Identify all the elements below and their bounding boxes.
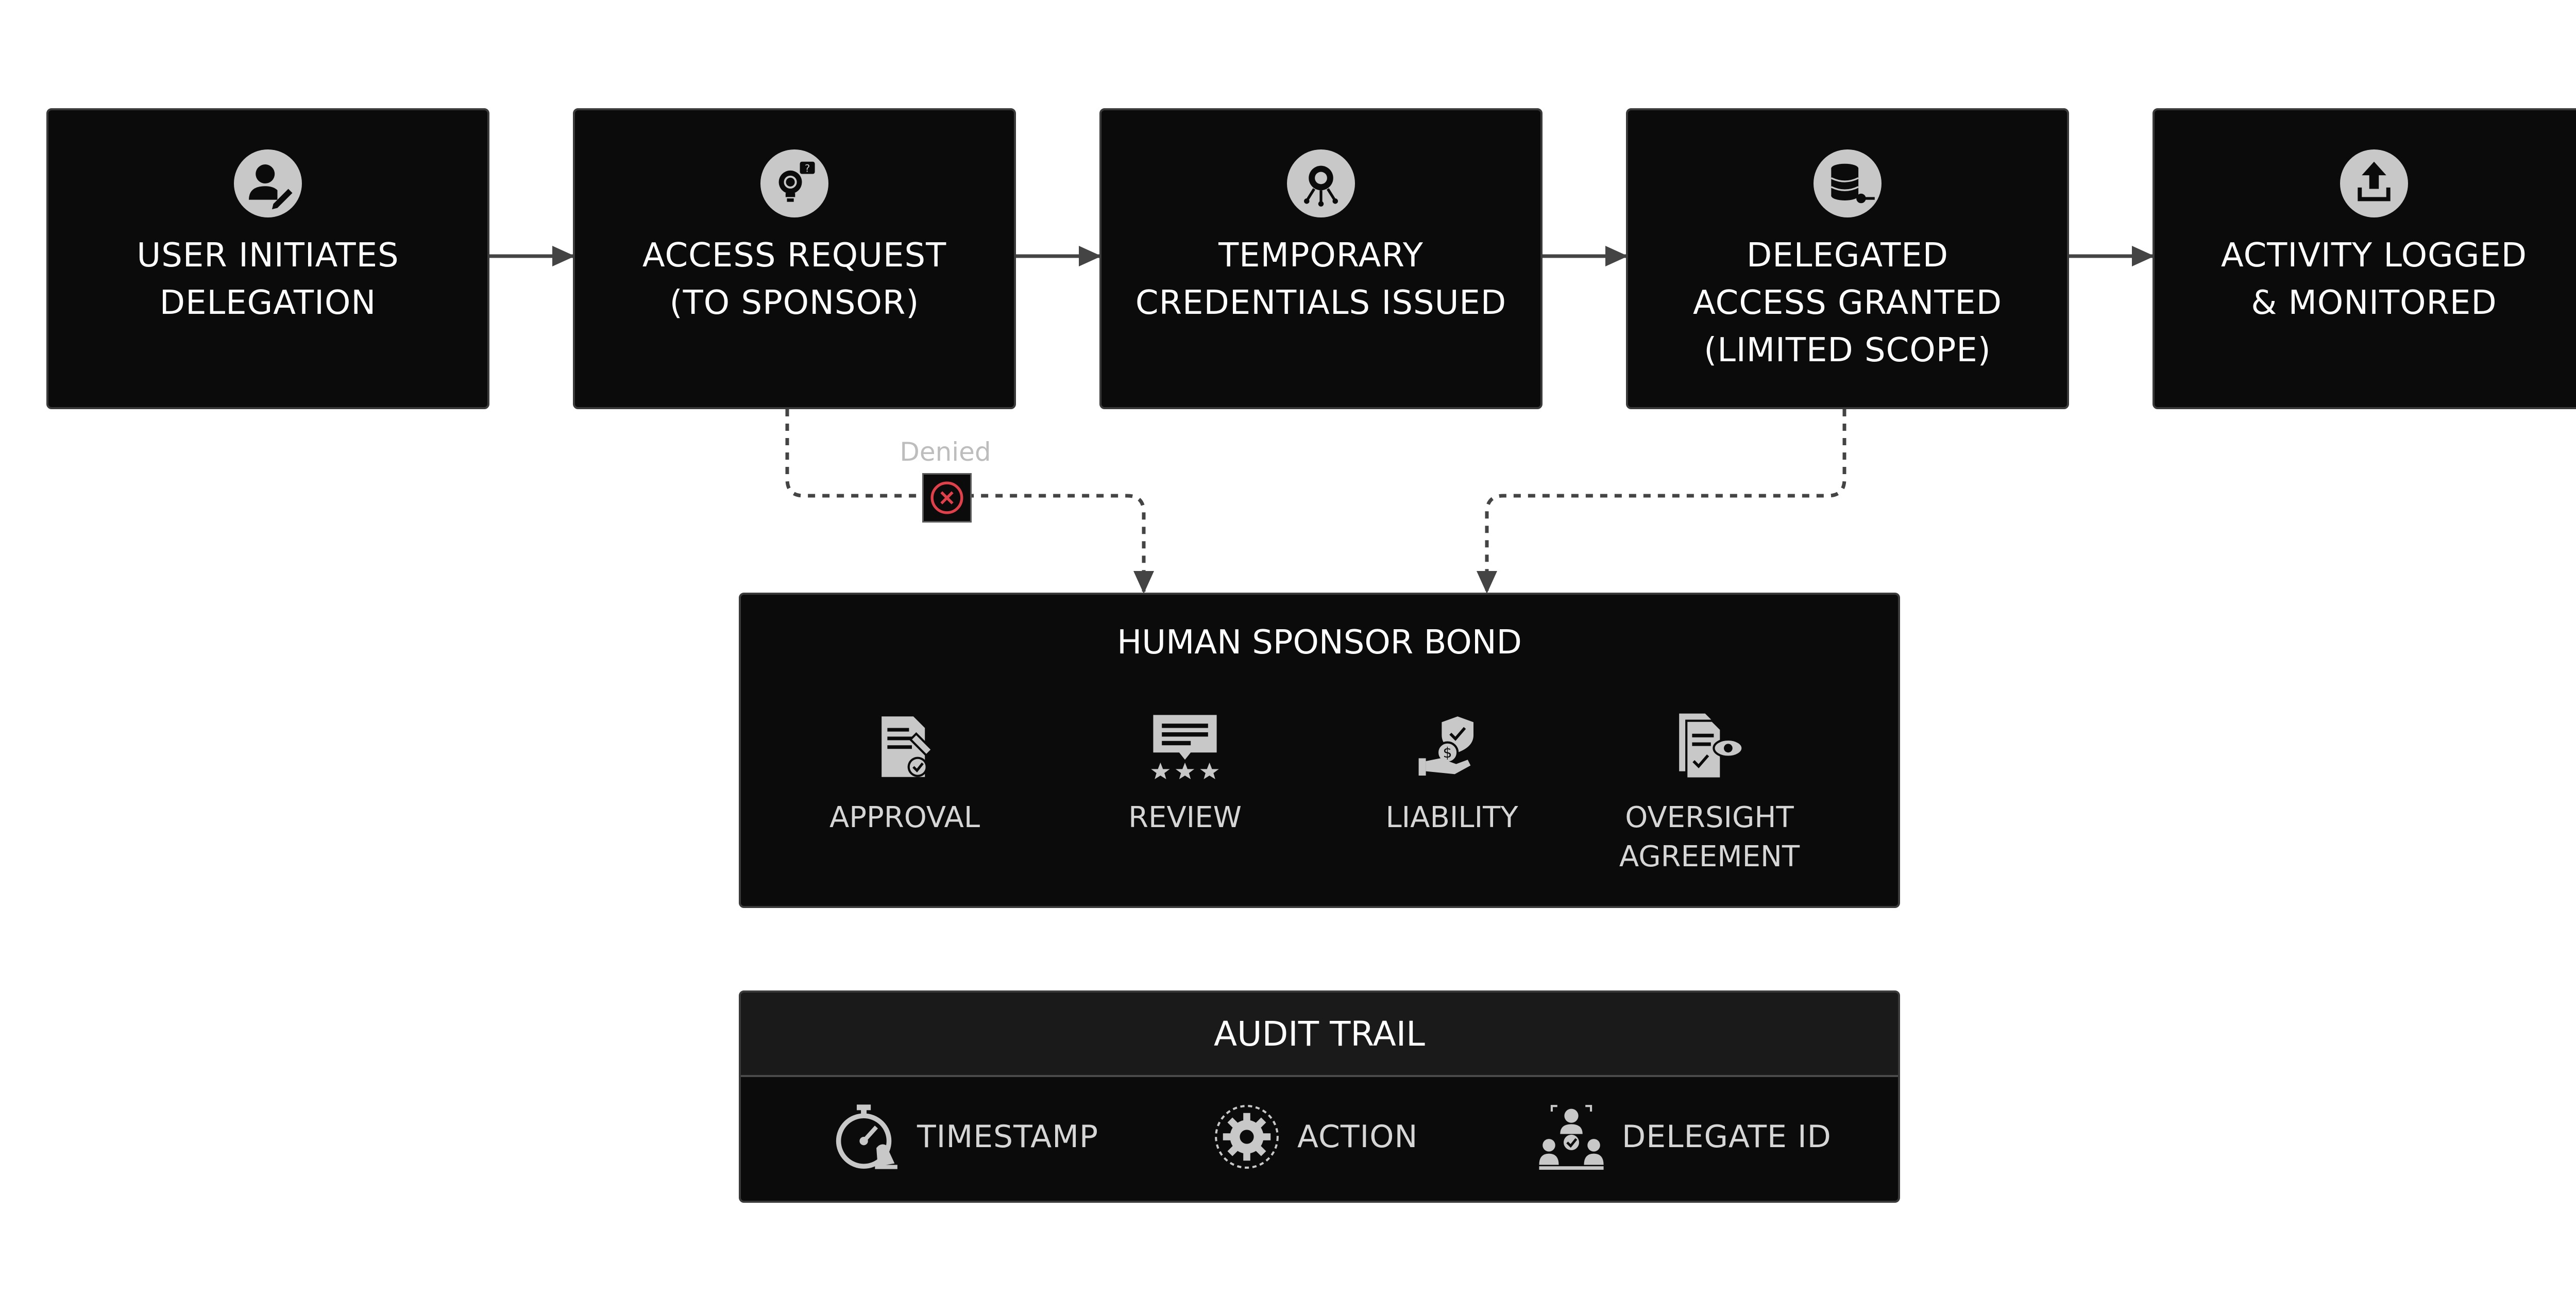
rating-review-icon [1151,715,1219,779]
bond-item-liability: $ LIABILITY [1349,711,1555,837]
hand-money-shield-icon: $ [1418,716,1473,776]
step-user-initiates-delegation: USER INITIATES DELEGATION [46,108,489,409]
bond-item-label: LIABILITY [1385,801,1518,834]
bond-item-label: OVERSIGHT AGREEMENT [1619,801,1800,873]
user-group-check-icon [1539,1105,1604,1170]
bond-item-oversight-agreement: OVERSIGHT AGREEMENT [1606,711,1812,877]
step-label: USER INITIATES DELEGATION [137,237,399,322]
step-temporary-credentials: TEMPORARY CREDENTIALS ISSUED [1099,108,1543,409]
step-activity-logged: ACTIVITY LOGGED & MONITORED [2153,108,2576,409]
document-check-icon [882,716,934,777]
denied-connector [785,409,1154,594]
svg-text:?: ? [805,163,810,175]
audit-trail-panel: AUDIT TRAIL TIMESTAMP [739,990,1900,1203]
step-delegated-access: DELEGATED ACCESS GRANTED (LIMITED SCOPE) [1626,108,2069,409]
stopwatch-icon [836,1104,897,1169]
human-sponsor-bond-panel: HUMAN SPONSOR BOND APPROVAL REVIEW [739,593,1900,908]
step-label: DELEGATED ACCESS GRANTED (LIMITED SCOPE) [1693,237,2002,369]
bond-item-approval: APPROVAL [802,711,1008,837]
audit-title: AUDIT TRAIL [741,993,1898,1077]
bond-item-label: REVIEW [1128,801,1242,834]
audit-item-action: ACTION [1212,1101,1418,1173]
denied-label: Denied [900,437,991,467]
gear-cycle-icon [1215,1105,1279,1169]
upload-icon [2340,149,2408,217]
denied-badge [922,473,972,523]
bond-item-review: REVIEW [1082,711,1288,837]
database-key-icon [1814,149,1882,217]
close-circle-icon [930,481,963,514]
audit-item-label: ACTION [1297,1119,1418,1155]
user-edit-icon [234,149,302,217]
bond-title: HUMAN SPONSOR BOND [1117,624,1522,662]
audit-item-label: TIMESTAMP [917,1119,1099,1155]
step-label: TEMPORARY CREDENTIALS ISSUED [1135,237,1507,322]
audit-item-delegate-id: DELEGATE ID [1536,1101,1832,1173]
document-eye-icon [1679,713,1744,780]
audit-item-timestamp: TIMESTAMP [832,1101,1098,1173]
bond-item-label: APPROVAL [829,801,980,834]
network-badge-icon [1287,149,1355,217]
delegated-connector [1477,409,1846,594]
idea-question-icon: ? [760,149,828,217]
step-access-request: ? ACCESS REQUEST (TO SPONSOR) [573,108,1016,409]
step-label: ACCESS REQUEST (TO SPONSOR) [642,237,947,322]
svg-text:$: $ [1443,744,1452,761]
step-label: ACTIVITY LOGGED & MONITORED [2221,237,2528,322]
audit-item-label: DELEGATE ID [1622,1119,1832,1155]
